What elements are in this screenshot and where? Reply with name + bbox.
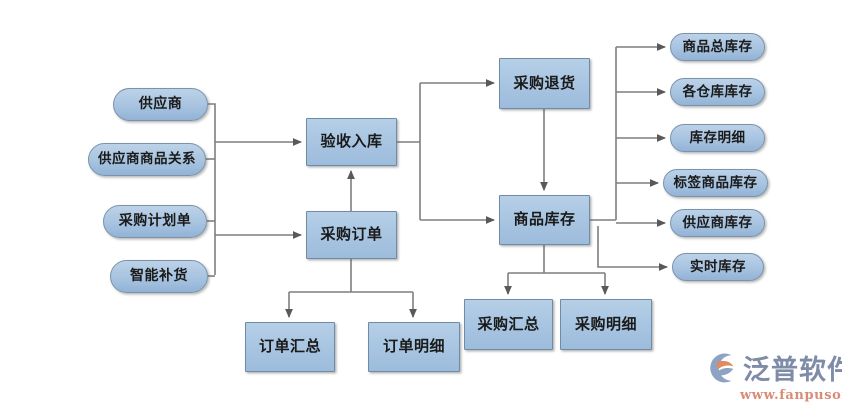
node-supplier[interactable]: 供应商 <box>113 88 208 121</box>
wire-supplier-trunk <box>208 103 216 275</box>
node-tag-goods-stock[interactable]: 标签商品库存 <box>663 169 768 197</box>
node-purchase-plan[interactable]: 采购计划单 <box>103 205 207 238</box>
fanpu-swoosh-icon <box>710 353 734 382</box>
node-purchase-detail[interactable]: 采购明细 <box>560 299 652 350</box>
wire-to-realtime-stock <box>597 226 668 271</box>
node-purchase-order[interactable]: 采购订单 <box>306 211 397 259</box>
node-goods-stock[interactable]: 商品库存 <box>499 195 590 245</box>
node-purchase-summary[interactable]: 采购汇总 <box>464 299 553 350</box>
node-order-summary[interactable]: 订单汇总 <box>245 322 335 372</box>
node-purchase-return[interactable]: 采购退货 <box>499 58 590 109</box>
logo-url: www.fanpusoft.com <box>740 388 842 403</box>
node-smart-replenishment[interactable]: 智能补货 <box>110 260 208 293</box>
node-supplier-goods-relation[interactable]: 供应商商品关系 <box>88 143 206 176</box>
logo-company-name: 泛普软件 <box>743 355 842 386</box>
fanpu-logo: 泛普软件 www.fanpusoft.com <box>706 348 842 403</box>
node-stock-detail[interactable]: 库存明细 <box>670 124 765 152</box>
node-warehouse-stock[interactable]: 各仓库库存 <box>670 78 765 106</box>
node-total-stock[interactable]: 商品总库存 <box>670 33 765 61</box>
node-supplier-stock[interactable]: 供应商库存 <box>670 209 765 237</box>
node-realtime-stock[interactable]: 实时库存 <box>672 253 764 281</box>
logo-row: 泛普软件 <box>706 348 842 387</box>
node-order-detail[interactable]: 订单明细 <box>368 322 460 372</box>
node-receiving-inbound[interactable]: 验收入库 <box>306 118 397 166</box>
